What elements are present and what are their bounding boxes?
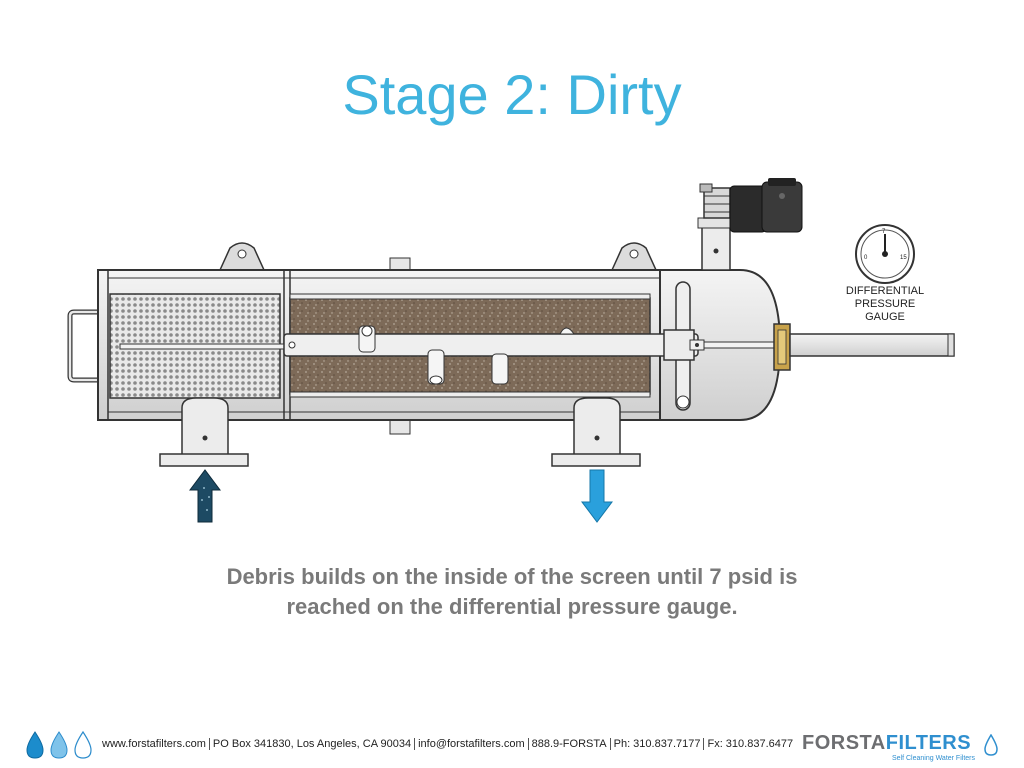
water-drop-icon <box>50 731 68 759</box>
footer-phone: Ph: 310.837.7177 <box>609 738 704 750</box>
gauge-label-line2: PRESSURE <box>855 298 916 310</box>
gauge-label-line1: DIFFERENTIAL <box>846 285 924 297</box>
valve-actuator <box>729 178 803 233</box>
footer-fax: Fx: 310.837.6477 <box>703 738 797 750</box>
top-nozzle <box>389 257 411 271</box>
inlet-flange <box>159 397 249 467</box>
outlet-arrow-icon <box>581 469 613 523</box>
flush-valve <box>699 183 731 219</box>
water-drop-icon <box>26 731 44 759</box>
end-cap-handle <box>67 309 98 383</box>
water-drop-icon <box>74 730 92 759</box>
caption-line-1: Debris builds on the inside of the scree… <box>226 564 798 589</box>
gauge-tick-min: 0 <box>864 255 868 261</box>
gauge-tick-mid: 7 <box>882 229 886 235</box>
brand-tagline: Self Cleaning Water Filters <box>892 755 975 762</box>
suction-scanner <box>283 333 699 357</box>
water-drops <box>26 730 92 759</box>
gauge-tick-max: 15 <box>900 255 907 261</box>
slide-title: Stage 2: Dirty <box>342 63 682 126</box>
footer-phone-vanity: 888.9-FORSTA <box>527 738 610 750</box>
slide-caption: Debris builds on the inside of the scree… <box>0 562 1024 622</box>
lifting-lug-left <box>218 242 266 271</box>
brand-part2: FILTERS <box>885 732 972 754</box>
outlet-flange <box>551 397 641 467</box>
footer-address: PO Box 341830, Los Angeles, CA 90034 <box>208 738 415 750</box>
footer-website-link[interactable]: www.forstafilters.com <box>102 738 206 750</box>
bottom-nozzle <box>389 419 411 435</box>
gauge-label-line3: GAUGE <box>865 311 905 323</box>
brand-part1: FORSTA <box>802 732 886 754</box>
caption-line-2: reached on the differential pressure gau… <box>286 594 738 619</box>
differential-pressure-gauge: 0 7 15 <box>855 224 915 284</box>
brand-logo: FORSTAFILTERS <box>802 732 971 755</box>
drive-rod <box>119 343 291 350</box>
filter-diagram: 0 7 15 DIFFERENTIAL PRESSURE GAUGE <box>67 178 955 523</box>
lifting-lug-right <box>610 242 658 271</box>
suction-nozzle <box>491 353 509 385</box>
footer-email-link[interactable]: info@forstafilters.com <box>414 738 528 750</box>
piston-cylinder <box>789 333 955 357</box>
drive-shaft <box>703 341 777 349</box>
inlet-arrow-icon <box>189 469 221 523</box>
water-drop-icon <box>984 734 998 756</box>
flush-valve-riser <box>701 225 731 271</box>
